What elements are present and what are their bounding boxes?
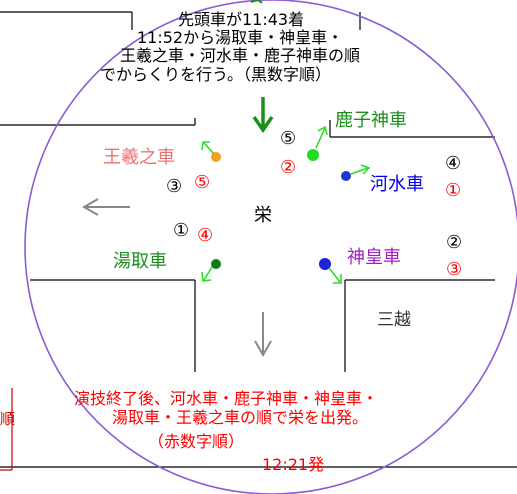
landmark-mitsukoshi: 三越 [377,310,411,330]
jinko-black-order: ② [446,232,463,253]
top-note-line2: 11:52から湯取車・神皇車・ [137,28,344,47]
ogishi-marker [211,152,221,162]
kasui-red-order: ① [445,180,462,201]
exit-arrow-down [254,312,272,358]
kako-red-order: ② [280,157,297,178]
yutori-black-order: ① [173,220,190,241]
roads [0,11,517,471]
kako-black-order: ⑤ [280,128,297,149]
exit-arrow-left [81,198,130,216]
jinko-marker [319,258,331,270]
kasui-black-order: ④ [445,153,462,174]
center-label-sakae: 栄 [254,205,272,226]
entry-arrow [252,97,274,134]
kasui-direction-arrow [350,164,371,175]
ogishi-black-order: ③ [166,176,183,197]
bottom-note-line3: （赤数字順） [148,432,245,451]
kako-float-label: 鹿子神車 [335,110,407,131]
left-cut-text: 順 [0,410,16,428]
ogishi-red-order: ⑤ [194,172,211,193]
ogishi-float-label: 王羲之車 [103,147,175,168]
jinko-red-order: ③ [446,259,463,280]
yutori-red-order: ④ [197,225,214,246]
yutori-direction-arrow [201,266,213,282]
bottom-note-line2: 湯取車・王羲之車の順で栄を出発。 [112,408,369,427]
kasui-marker [341,171,351,181]
ogishi-direction-arrow [201,141,215,155]
yutori-marker [211,259,221,269]
top-note-line4: でからくりを行う。（黒数字順） [100,65,332,84]
yutori-float-label: 湯取車 [113,251,167,272]
jinko-float-label: 神皇車 [347,247,401,268]
bottom-note-line1: 演技終了後、河水車・鹿子神車・神皇車・ [74,389,379,408]
top-note-line1: 先頭車が11:43着 [178,10,305,29]
viewing-circle [24,0,517,494]
top-edge-arrow [250,0,263,4]
kako-marker [307,149,319,161]
kasui-float-label: 河水車 [370,174,424,195]
bottom-note-line4: 12:21発 [262,455,325,474]
jinko-direction-arrow [328,267,342,284]
top-note-line3: 王羲之車・河水車・鹿子神車の順 [120,46,361,65]
kako-direction-arrow [315,125,328,149]
